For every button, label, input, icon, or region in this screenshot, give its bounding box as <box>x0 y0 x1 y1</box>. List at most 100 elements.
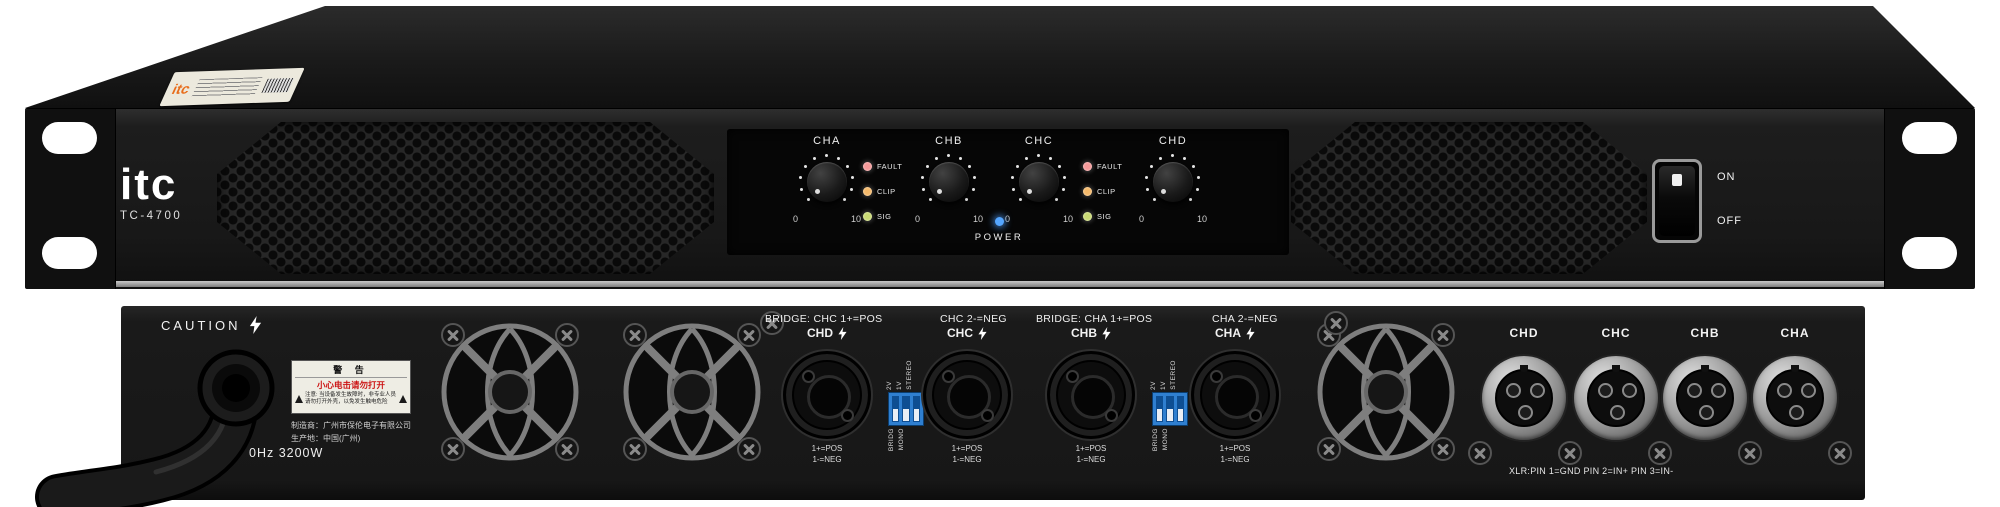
barcode-icon <box>261 77 295 93</box>
knob-range: 0 10 <box>1139 214 1207 224</box>
channel-chc: CHC 0 10 <box>994 135 1084 224</box>
lightning-bolt-icon <box>249 316 261 334</box>
screw <box>1431 323 1455 347</box>
sig-led <box>1083 212 1092 221</box>
knob-assembly <box>1009 152 1069 212</box>
switch-on-label: ON <box>1717 171 1736 183</box>
led-row-sig: SIG <box>1083 212 1122 221</box>
warning-triangle-icon <box>295 395 303 404</box>
gain-knob-chb[interactable] <box>929 162 969 202</box>
led-group-ab: FAULT CLIP SIG <box>863 162 902 221</box>
fault-led <box>1083 162 1092 171</box>
speakon-connector-chd <box>783 351 871 439</box>
clip-led <box>863 187 872 196</box>
screw <box>441 437 465 461</box>
speakon-pinout-chb: 1+=POS 1-=NEG <box>1075 444 1107 464</box>
speakon-connector-chb <box>1047 351 1135 439</box>
xlr-connector-chc <box>1574 356 1658 440</box>
front-panel: itc TC-4700 CHA 0 10 FAULT <box>25 108 1975 289</box>
cooling-fan <box>1317 323 1455 461</box>
speakon-connector-chc <box>923 351 1011 439</box>
dip-label-bridg: BRIDG <box>1152 428 1159 452</box>
speaker-grille-left <box>217 122 714 274</box>
bridge-note-group1-right: CHC 2-=NEG <box>940 313 1007 325</box>
caution-label: CAUTION <box>161 317 241 333</box>
lightning-bolt-icon <box>1102 326 1111 340</box>
front-bottom-trim <box>113 281 1887 287</box>
dip-label-mono: MONO <box>1162 428 1169 451</box>
knob-range: 0 10 <box>915 214 983 224</box>
power-label: POWER <box>974 232 1024 243</box>
rack-ear-left <box>25 109 116 289</box>
speakon-label-chd: CHD <box>787 326 867 340</box>
warning-subtitle: 小心电击请勿打开 <box>316 380 385 390</box>
mode-dip-switch-1[interactable]: 2V 1V STEREO BRIDG MONO <box>880 354 950 462</box>
screw <box>441 323 465 347</box>
knob-min: 0 <box>915 214 921 224</box>
gain-knob-chd[interactable] <box>1153 162 1193 202</box>
speaker-grille-right <box>1291 122 1647 274</box>
speakon-socket <box>807 375 851 419</box>
channel-label: CHC <box>1024 135 1054 147</box>
speakon-label-chc: CHC <box>927 326 1007 340</box>
knob-min: 0 <box>793 214 799 224</box>
screw <box>1431 437 1455 461</box>
gain-knob-cha[interactable] <box>807 162 847 202</box>
knob-max: 10 <box>972 214 983 224</box>
knob-max: 10 <box>850 214 861 224</box>
switch-off-label: OFF <box>1717 215 1742 227</box>
warning-note-line2: 请勿打开外壳，以免发生触电危险 <box>305 399 388 406</box>
manufacturer-info: 制造商：广州市保伦电子有限公司 生产地：中国(广州) <box>291 420 411 446</box>
speakon-socket <box>1215 375 1259 419</box>
xlr-label-cha: CHA <box>1780 326 1810 340</box>
warning-sticker: 警 告 小心电击请勿打开 注意: 当设备发生故障时，非专业人员 请勿打开外壳，以… <box>291 360 411 414</box>
xlr-connector-chd <box>1482 356 1566 440</box>
screw <box>1468 441 1492 465</box>
screw <box>1324 311 1348 335</box>
lightning-bolt-icon <box>838 326 847 340</box>
rack-mount-hole <box>42 237 97 269</box>
screw <box>1738 441 1762 465</box>
led-row-clip: CLIP <box>863 187 902 196</box>
knob-assembly <box>919 152 979 212</box>
screw <box>555 437 579 461</box>
power-switch-indicator <box>1672 174 1682 186</box>
dip-label-2v: 2V <box>886 381 893 390</box>
xlr-pinout-note: XLR:PIN 1=GND PIN 2=IN+ PIN 3=IN- <box>1509 466 1674 476</box>
fault-led <box>863 162 872 171</box>
channel-label: CHA <box>813 135 841 147</box>
knob-min: 0 <box>1005 214 1011 224</box>
sig-led <box>863 212 872 221</box>
led-row-fault: FAULT <box>1083 162 1122 171</box>
warning-triangle-icon <box>399 395 407 404</box>
screw <box>1558 441 1582 465</box>
lightning-bolt-icon <box>1246 326 1255 340</box>
warning-note-text: 注意: 当设备发生故障时，非专业人员 请勿打开外壳，以免发生触电危险 <box>305 392 397 406</box>
power-led <box>995 217 1004 226</box>
bridge-note-group2-left: BRIDGE: CHA 1+=POS <box>1036 313 1153 325</box>
screw <box>737 437 761 461</box>
bridge-note-group1-left: BRIDGE: CHC 1+=POS <box>765 313 883 325</box>
rack-ear-right <box>1884 109 1975 289</box>
cooling-fan <box>441 323 579 461</box>
speakon-label-chb: CHB <box>1051 326 1131 340</box>
gain-knob-chc[interactable] <box>1019 162 1059 202</box>
xlr-connector-chb <box>1663 356 1747 440</box>
dip-toggle-block[interactable] <box>888 392 924 426</box>
warning-note-line1: 注意: 当设备发生故障时，非专业人员 <box>305 392 397 398</box>
fault-led-label: FAULT <box>1097 162 1123 171</box>
power-switch[interactable] <box>1652 159 1702 243</box>
screw <box>737 323 761 347</box>
knob-max: 10 <box>1062 214 1073 224</box>
channel-chd: CHD 0 10 <box>1128 135 1218 224</box>
speakon-label-cha: CHA <box>1195 326 1275 340</box>
dip-label-stereo: STEREO <box>906 360 913 390</box>
led-row-clip: CLIP <box>1083 187 1122 196</box>
dip-toggle-block[interactable] <box>1152 392 1188 426</box>
channel-label: CHB <box>935 135 963 147</box>
clip-led-label: CLIP <box>1097 187 1116 196</box>
channel-chb: CHB 0 10 <box>904 135 994 224</box>
dip-label-bridg: BRIDG <box>888 428 895 452</box>
mode-dip-switch-2[interactable]: 2V 1V STEREO BRIDG MONO <box>1144 354 1214 462</box>
led-group-cd: FAULT CLIP SIG <box>1083 162 1122 221</box>
